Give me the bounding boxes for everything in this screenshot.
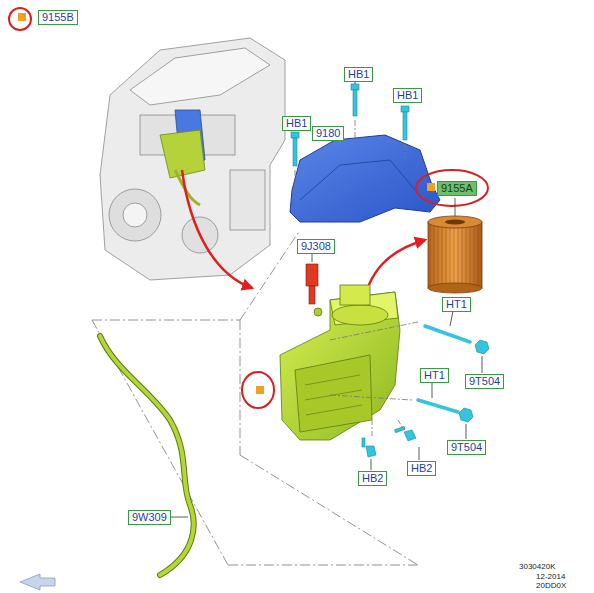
red-arrow: [182, 170, 252, 288]
red-circle: [242, 372, 274, 408]
filter-element: [428, 216, 482, 293]
callout-box: 9180: [312, 126, 344, 141]
stud: [418, 326, 470, 412]
callout-box: HT1: [420, 368, 449, 383]
cover-rib: [300, 160, 415, 200]
axis-line: [372, 420, 404, 438]
view-arrow: [20, 574, 55, 590]
callout-box: HB1: [282, 116, 311, 131]
callout-number: 9T504: [451, 441, 482, 454]
callout-number: 9J308: [301, 240, 331, 253]
leader-line: [355, 82, 356, 84]
leader-line: [371, 311, 482, 470]
callout-box: 9T504: [465, 374, 504, 389]
callout-number: 9W309: [132, 511, 167, 524]
filter-housing: [280, 285, 400, 440]
hose: [100, 336, 194, 575]
leader-line: [312, 253, 313, 262]
callout-number: 9155A: [441, 182, 473, 195]
drawing-reference: 3030420K: [519, 562, 555, 572]
orange-marker: [256, 386, 264, 394]
red-circle: [416, 170, 488, 206]
callout-box: 9T504: [447, 440, 486, 455]
callout-number: HB1: [397, 89, 418, 102]
callout-box: HT1: [442, 297, 471, 312]
drawing-reference: 12-2014: [536, 572, 565, 582]
callout-number: HB1: [286, 117, 307, 130]
dash-dot-frame: [92, 230, 418, 565]
callout-box: HB1: [393, 88, 422, 103]
axis-line: [295, 120, 405, 192]
axis-line: [330, 322, 418, 400]
callout-box: 9W309: [128, 510, 171, 525]
callout-box: 9J308: [297, 239, 335, 254]
callout-number: HT1: [424, 369, 445, 382]
callout-number: 9T504: [469, 375, 500, 388]
orange-marker: [427, 183, 435, 191]
sensor: [306, 264, 318, 304]
leader-line: [455, 198, 456, 218]
callout-number: HB2: [411, 462, 432, 475]
red-circle: [9, 8, 31, 30]
blue-cover: [290, 135, 440, 222]
callout-box: HB2: [407, 461, 436, 476]
callout-box: 9155A: [437, 181, 477, 196]
callout-number: HB1: [348, 68, 369, 81]
engine: [100, 38, 285, 280]
callout-number: HB2: [362, 472, 383, 485]
callout-number: 9180: [316, 127, 340, 140]
orange-marker: [18, 13, 26, 21]
callout-box: HB2: [358, 471, 387, 486]
hose: [100, 336, 194, 575]
bolt: [362, 426, 416, 457]
drawing-reference: 20DD0X: [536, 581, 566, 591]
leader-line: [171, 517, 188, 518]
callout-number: HT1: [446, 298, 467, 311]
callout-number: 9155B: [42, 11, 74, 24]
callout-box: HB1: [344, 67, 373, 82]
callout-box: 9155B: [38, 10, 78, 25]
